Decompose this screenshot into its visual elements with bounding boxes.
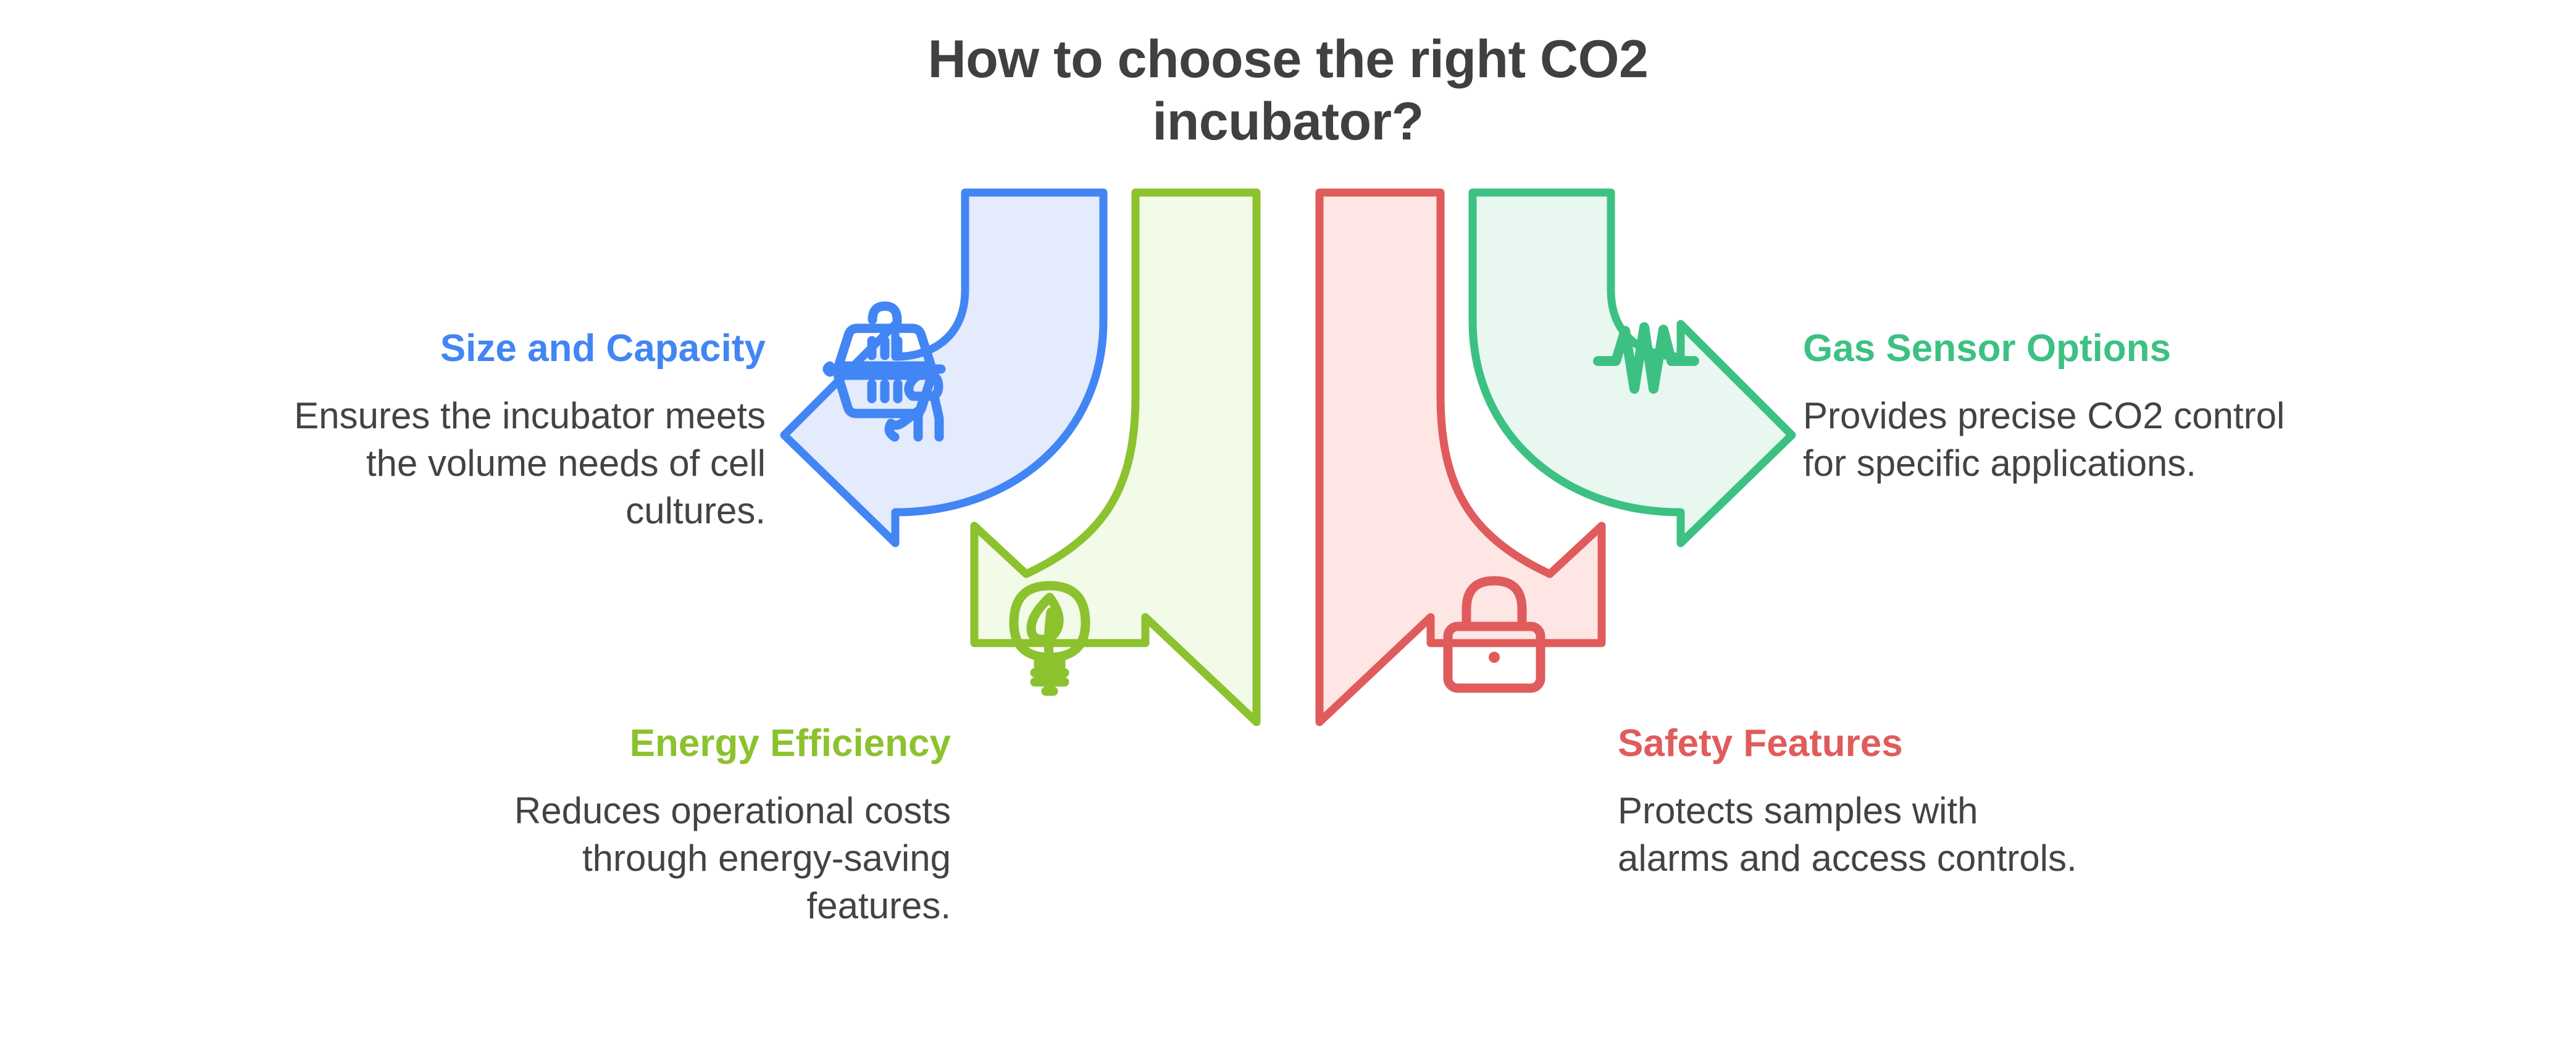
arrow-energy-efficiency-shape — [970, 188, 1261, 726]
body-safety-features: Protects samples with alarms and access … — [1618, 790, 2077, 879]
arrow-size-and-capacity[interactable] — [780, 188, 1108, 547]
arrow-gas-sensor-options-shape — [1468, 188, 1796, 547]
heading-size-and-capacity: Size and Capacity — [440, 327, 766, 370]
padlock-icon — [1443, 576, 1545, 693]
heading-gas-sensor-options: Gas Sensor Options — [1803, 327, 2172, 370]
heading-energy-efficiency: Energy Efficiency — [629, 722, 951, 765]
page-title: How to choose the right CO2 incubator? — [927, 30, 1649, 152]
block-safety-features: Safety Features Protects samples with al… — [1618, 721, 2346, 883]
signal-waveform-icon — [1593, 322, 1699, 394]
pet-carrier-dog-icon — [822, 301, 946, 442]
arrow-gas-sensor-options[interactable] — [1468, 188, 1796, 547]
block-gas-sensor-options: Gas Sensor Options Provides precise CO2 … — [1803, 326, 2569, 488]
body-size-and-capacity: Ensures the incubator meets the volume n… — [294, 395, 766, 531]
heading-safety-features: Safety Features — [1618, 722, 1903, 765]
block-energy-efficiency: Energy Efficiency Reduces operational co… — [272, 721, 951, 930]
block-size-and-capacity: Size and Capacity Ensures the incubator … — [0, 326, 766, 535]
arrow-safety-features[interactable] — [1315, 188, 1606, 726]
arrow-safety-features-shape — [1315, 188, 1606, 726]
arrow-size-and-capacity-shape — [780, 188, 1108, 547]
eco-lightbulb-leaf-icon — [1009, 581, 1090, 696]
body-gas-sensor-options: Provides precise CO2 control for specifi… — [1803, 395, 2285, 484]
body-energy-efficiency: Reduces operational costs through energy… — [514, 790, 951, 926]
arrow-energy-efficiency[interactable] — [970, 188, 1261, 726]
